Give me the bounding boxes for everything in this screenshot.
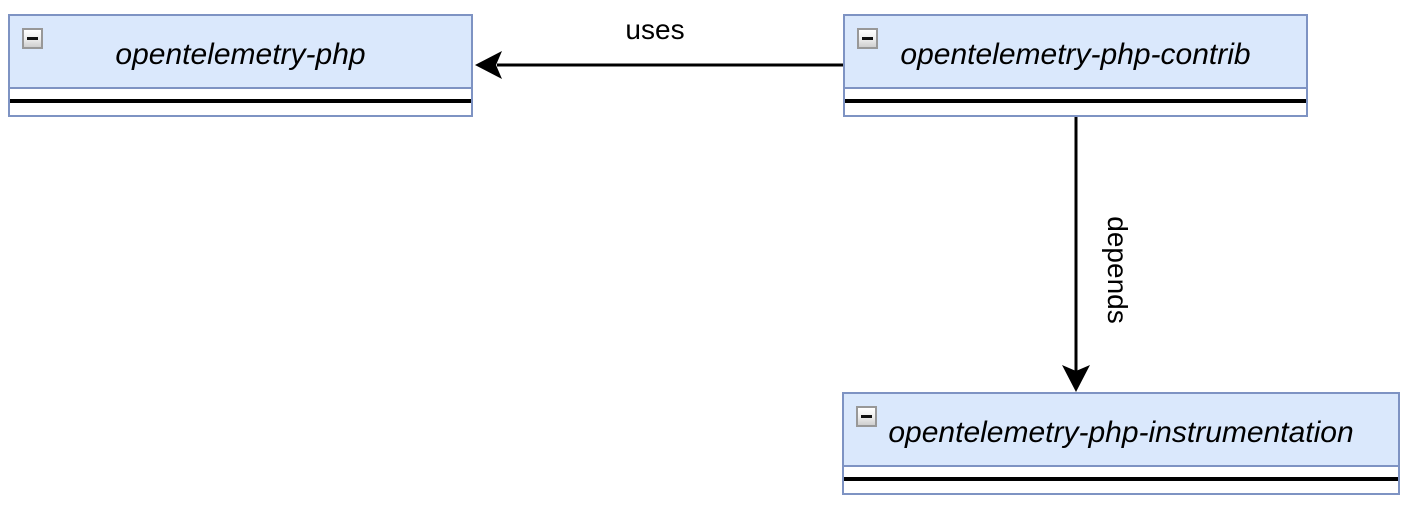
collapse-minus-icon[interactable] [857,28,878,49]
collapse-minus-icon[interactable] [22,28,43,49]
node-title-compartment: opentelemetry-php [10,16,471,89]
node-label: opentelemetry-php [115,37,366,71]
edge-uses[interactable] [475,51,843,79]
compartment-separator-line [844,477,1398,481]
edge-label-depends[interactable]: depends [1102,216,1133,324]
uses-arrowhead [475,51,502,79]
node-label: opentelemetry-php-instrumentation [888,415,1354,449]
minus-glyph [861,415,872,418]
edge-depends[interactable] [1062,117,1090,392]
node-label: opentelemetry-php-contrib [900,37,1251,71]
node-title-compartment: opentelemetry-php-instrumentation [844,394,1398,467]
compartment-separator-line [845,99,1306,103]
node-title-compartment: opentelemetry-php-contrib [845,16,1306,89]
minus-glyph [27,37,38,40]
depends-arrowhead [1062,365,1090,392]
minus-glyph [862,37,873,40]
collapse-minus-icon[interactable] [856,406,877,427]
compartment-separator-line [10,99,471,103]
node-opentelemetry-php-instrumentation[interactable]: opentelemetry-php-instrumentation [842,392,1400,495]
node-body-compartment [844,467,1398,491]
edge-label-uses[interactable]: uses [625,14,685,45]
node-body-compartment [845,89,1306,113]
node-opentelemetry-php-contrib[interactable]: opentelemetry-php-contrib [843,14,1308,117]
node-body-compartment [10,89,471,113]
node-opentelemetry-php[interactable]: opentelemetry-php [8,14,473,117]
